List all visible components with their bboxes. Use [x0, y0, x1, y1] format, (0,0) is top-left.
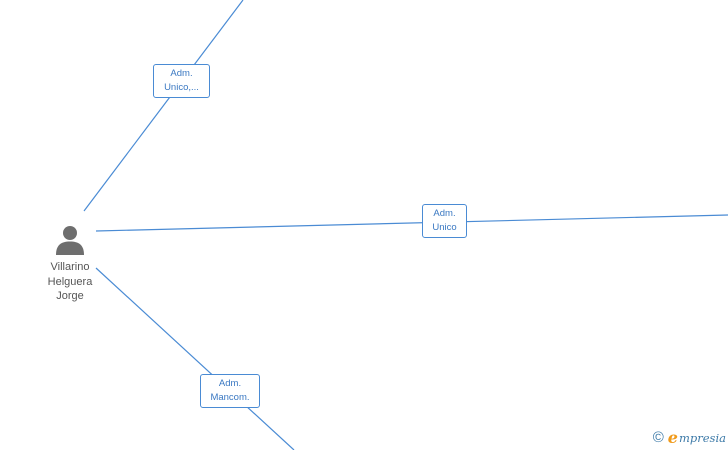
- edge-label-line: Mancom.: [210, 392, 250, 403]
- edge-label-line: Unico,...: [164, 82, 199, 93]
- brand-logo-initial: e: [667, 428, 678, 447]
- edge-label-line: Adm.: [433, 208, 456, 219]
- edge-label-adm-mancom[interactable]: Adm. Mancom.: [200, 374, 260, 408]
- edge-label-adm-unico-top[interactable]: Adm. Unico,...: [153, 64, 210, 98]
- edge-line-adm-unico-right: [95, 214, 728, 232]
- edge-label-line: Adm.: [218, 378, 242, 389]
- edge-line-adm-unico-top: [83, 0, 244, 212]
- person-name-line: Villarino: [50, 261, 90, 273]
- copyright-symbol: ©: [652, 429, 664, 446]
- edge-label-line: Adm.: [170, 68, 193, 79]
- brand-watermark: © e mpresia: [653, 430, 726, 446]
- person-name-line: Helguera: [47, 275, 93, 288]
- edge-label-line: Unico: [432, 222, 457, 233]
- edge-line-adm-mancom: [95, 267, 295, 450]
- person-icon: [56, 226, 84, 255]
- person-name-line: Jorge: [56, 290, 84, 302]
- brand-logo-text: mpresia: [678, 431, 726, 445]
- edge-label-adm-unico-right[interactable]: Adm. Unico: [422, 204, 467, 238]
- person-node[interactable]: Villarino Helguera Jorge: [30, 224, 110, 304]
- person-name: Villarino Helguera Jorge: [30, 260, 110, 304]
